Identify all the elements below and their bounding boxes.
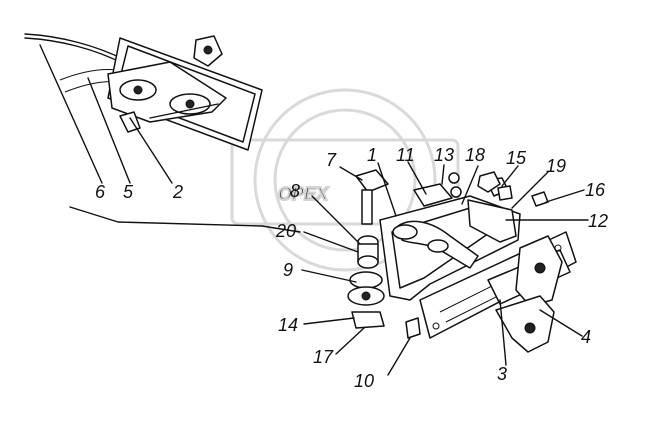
- callout-20: 20: [275, 221, 296, 241]
- callout-10: 10: [354, 371, 374, 391]
- watermark-text: OPEX: [278, 184, 329, 204]
- callout-13: 13: [434, 145, 454, 165]
- callout-1: 1: [367, 145, 377, 165]
- callout-11: 11: [396, 145, 415, 165]
- callout-6: 6: [95, 182, 106, 202]
- callout-7: 7: [326, 150, 337, 170]
- callout-4: 4: [581, 327, 591, 347]
- upper-mechanism: [107, 35, 263, 151]
- callout-19: 19: [546, 156, 566, 176]
- leader-lines: [39, 44, 589, 376]
- callout-15: 15: [506, 148, 527, 168]
- callout-5: 5: [123, 182, 134, 202]
- callout-16: 16: [585, 180, 606, 200]
- callout-12: 12: [588, 211, 608, 231]
- callout-14: 14: [278, 315, 298, 335]
- callout-18: 18: [465, 145, 485, 165]
- callout-8: 8: [290, 181, 300, 201]
- slider-rod: [487, 235, 571, 353]
- callout-9: 9: [283, 260, 293, 280]
- callouts: 6 5 2 7 1 11 13 18 15 19 16 12 8 20 9 14…: [95, 145, 608, 391]
- reference-line: [69, 206, 301, 233]
- callout-3: 3: [497, 364, 507, 384]
- callout-2: 2: [172, 182, 183, 202]
- callout-17: 17: [313, 347, 334, 367]
